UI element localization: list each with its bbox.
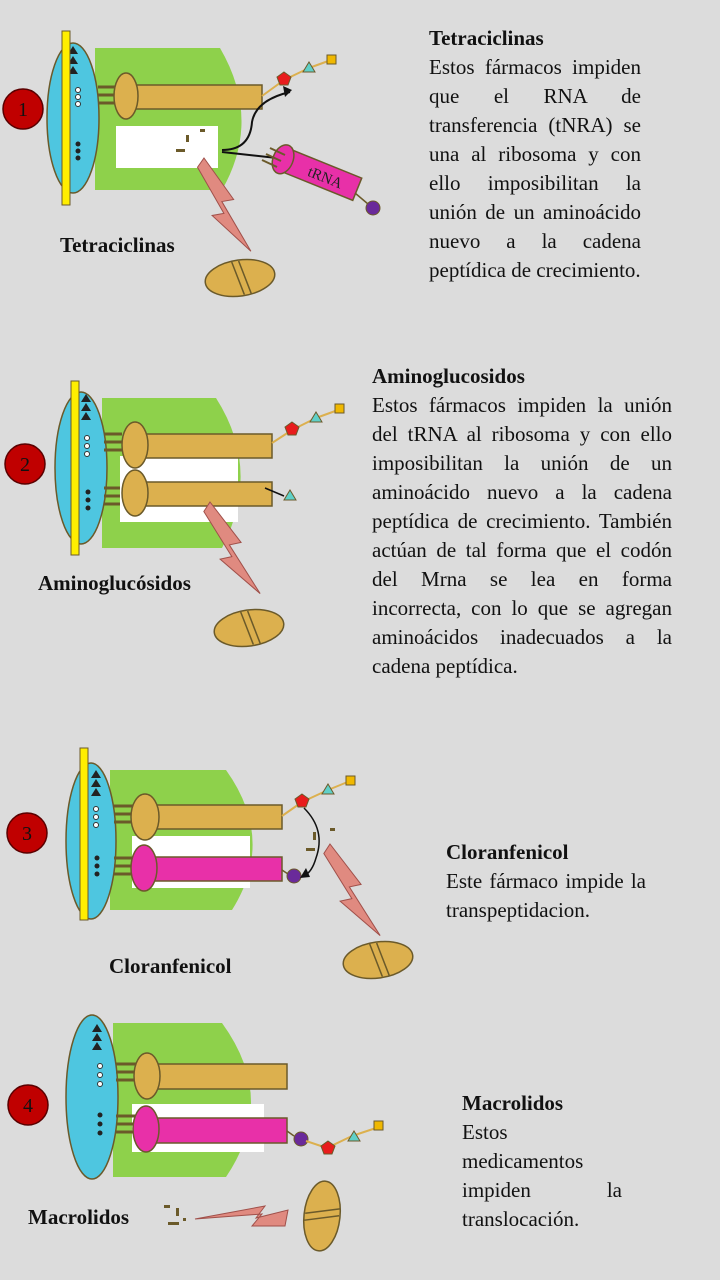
pill-icon <box>299 1178 345 1254</box>
panel-1-figure: tRNA 1 Tetraciclinas <box>2 30 381 302</box>
pill-icon <box>202 254 278 302</box>
drug-molecule-fragments <box>176 129 205 152</box>
panel-title: Tetraciclinas <box>429 26 544 50</box>
panel-number-badge: 3 <box>6 812 48 854</box>
panel-caption: Aminoglucósidos <box>38 571 191 595</box>
panel-3-figure: 3 Cloranfenicol <box>6 747 416 984</box>
drug-lightning-icon <box>321 837 381 944</box>
panel-number: 2 <box>20 454 30 476</box>
panel-4-figure: 4 Macrolidos <box>7 1014 384 1254</box>
panel-body: Este fármaco impide la transpeptidacion. <box>446 869 646 922</box>
amino-red-pentagon <box>276 71 292 86</box>
peptide-chain <box>261 54 337 97</box>
panel-3-description: Cloranfenicol Este fármaco impide la tra… <box>446 838 646 925</box>
trna-head <box>113 72 139 120</box>
panel-number-badge: 1 <box>2 88 44 130</box>
ribosome-large-subunit <box>95 48 242 190</box>
pill-icon <box>340 936 416 984</box>
displacement-arrow <box>221 91 291 151</box>
drug-lightning-icon <box>194 1205 289 1227</box>
panel-4-description: Macrolidos Estos medicamentos impiden la… <box>462 1089 622 1234</box>
panel-body: Estos fármacos impiden la unión del tRNA… <box>372 393 672 678</box>
mrna-circle-icons <box>75 87 81 107</box>
panel-caption: Tetraciclinas <box>60 233 175 257</box>
ribosome-a-site <box>116 126 218 168</box>
panel-caption: Cloranfenicol <box>109 954 232 978</box>
panel-title: Macrolidos <box>462 1091 564 1115</box>
panel-body: Estos fármacos impiden que el RNA de tra… <box>429 55 641 282</box>
panel-number-badge: 4 <box>7 1084 49 1126</box>
trna-body <box>129 84 263 110</box>
panel-number: 3 <box>22 823 32 845</box>
amino-teal-triangle <box>302 61 316 73</box>
amino-purple-circle <box>365 200 381 216</box>
panel-2-figure: 2 Aminoglucósidos <box>4 380 345 652</box>
panel-number: 4 <box>23 1095 33 1117</box>
panel-caption: Macrolidos <box>28 1205 129 1229</box>
blocked-trna: tRNA <box>271 144 363 202</box>
panel-number-badge: 2 <box>4 443 46 485</box>
pill-icon <box>211 604 287 652</box>
panel-number: 1 <box>18 99 28 121</box>
panel-1-description: Tetraciclinas Estos fármacos impiden que… <box>429 24 641 285</box>
panel-title: Aminoglucosidos <box>372 364 525 388</box>
mrna-strand <box>61 30 71 206</box>
panel-body: Estos medicamentos impiden la translocac… <box>462 1120 622 1231</box>
panel-title: Cloranfenicol <box>446 840 569 864</box>
panel-2-description: Aminoglucosidos Estos fármacos impiden l… <box>372 362 672 681</box>
ribosome-small-subunit <box>46 42 100 194</box>
amino-yellow-square <box>326 54 337 65</box>
